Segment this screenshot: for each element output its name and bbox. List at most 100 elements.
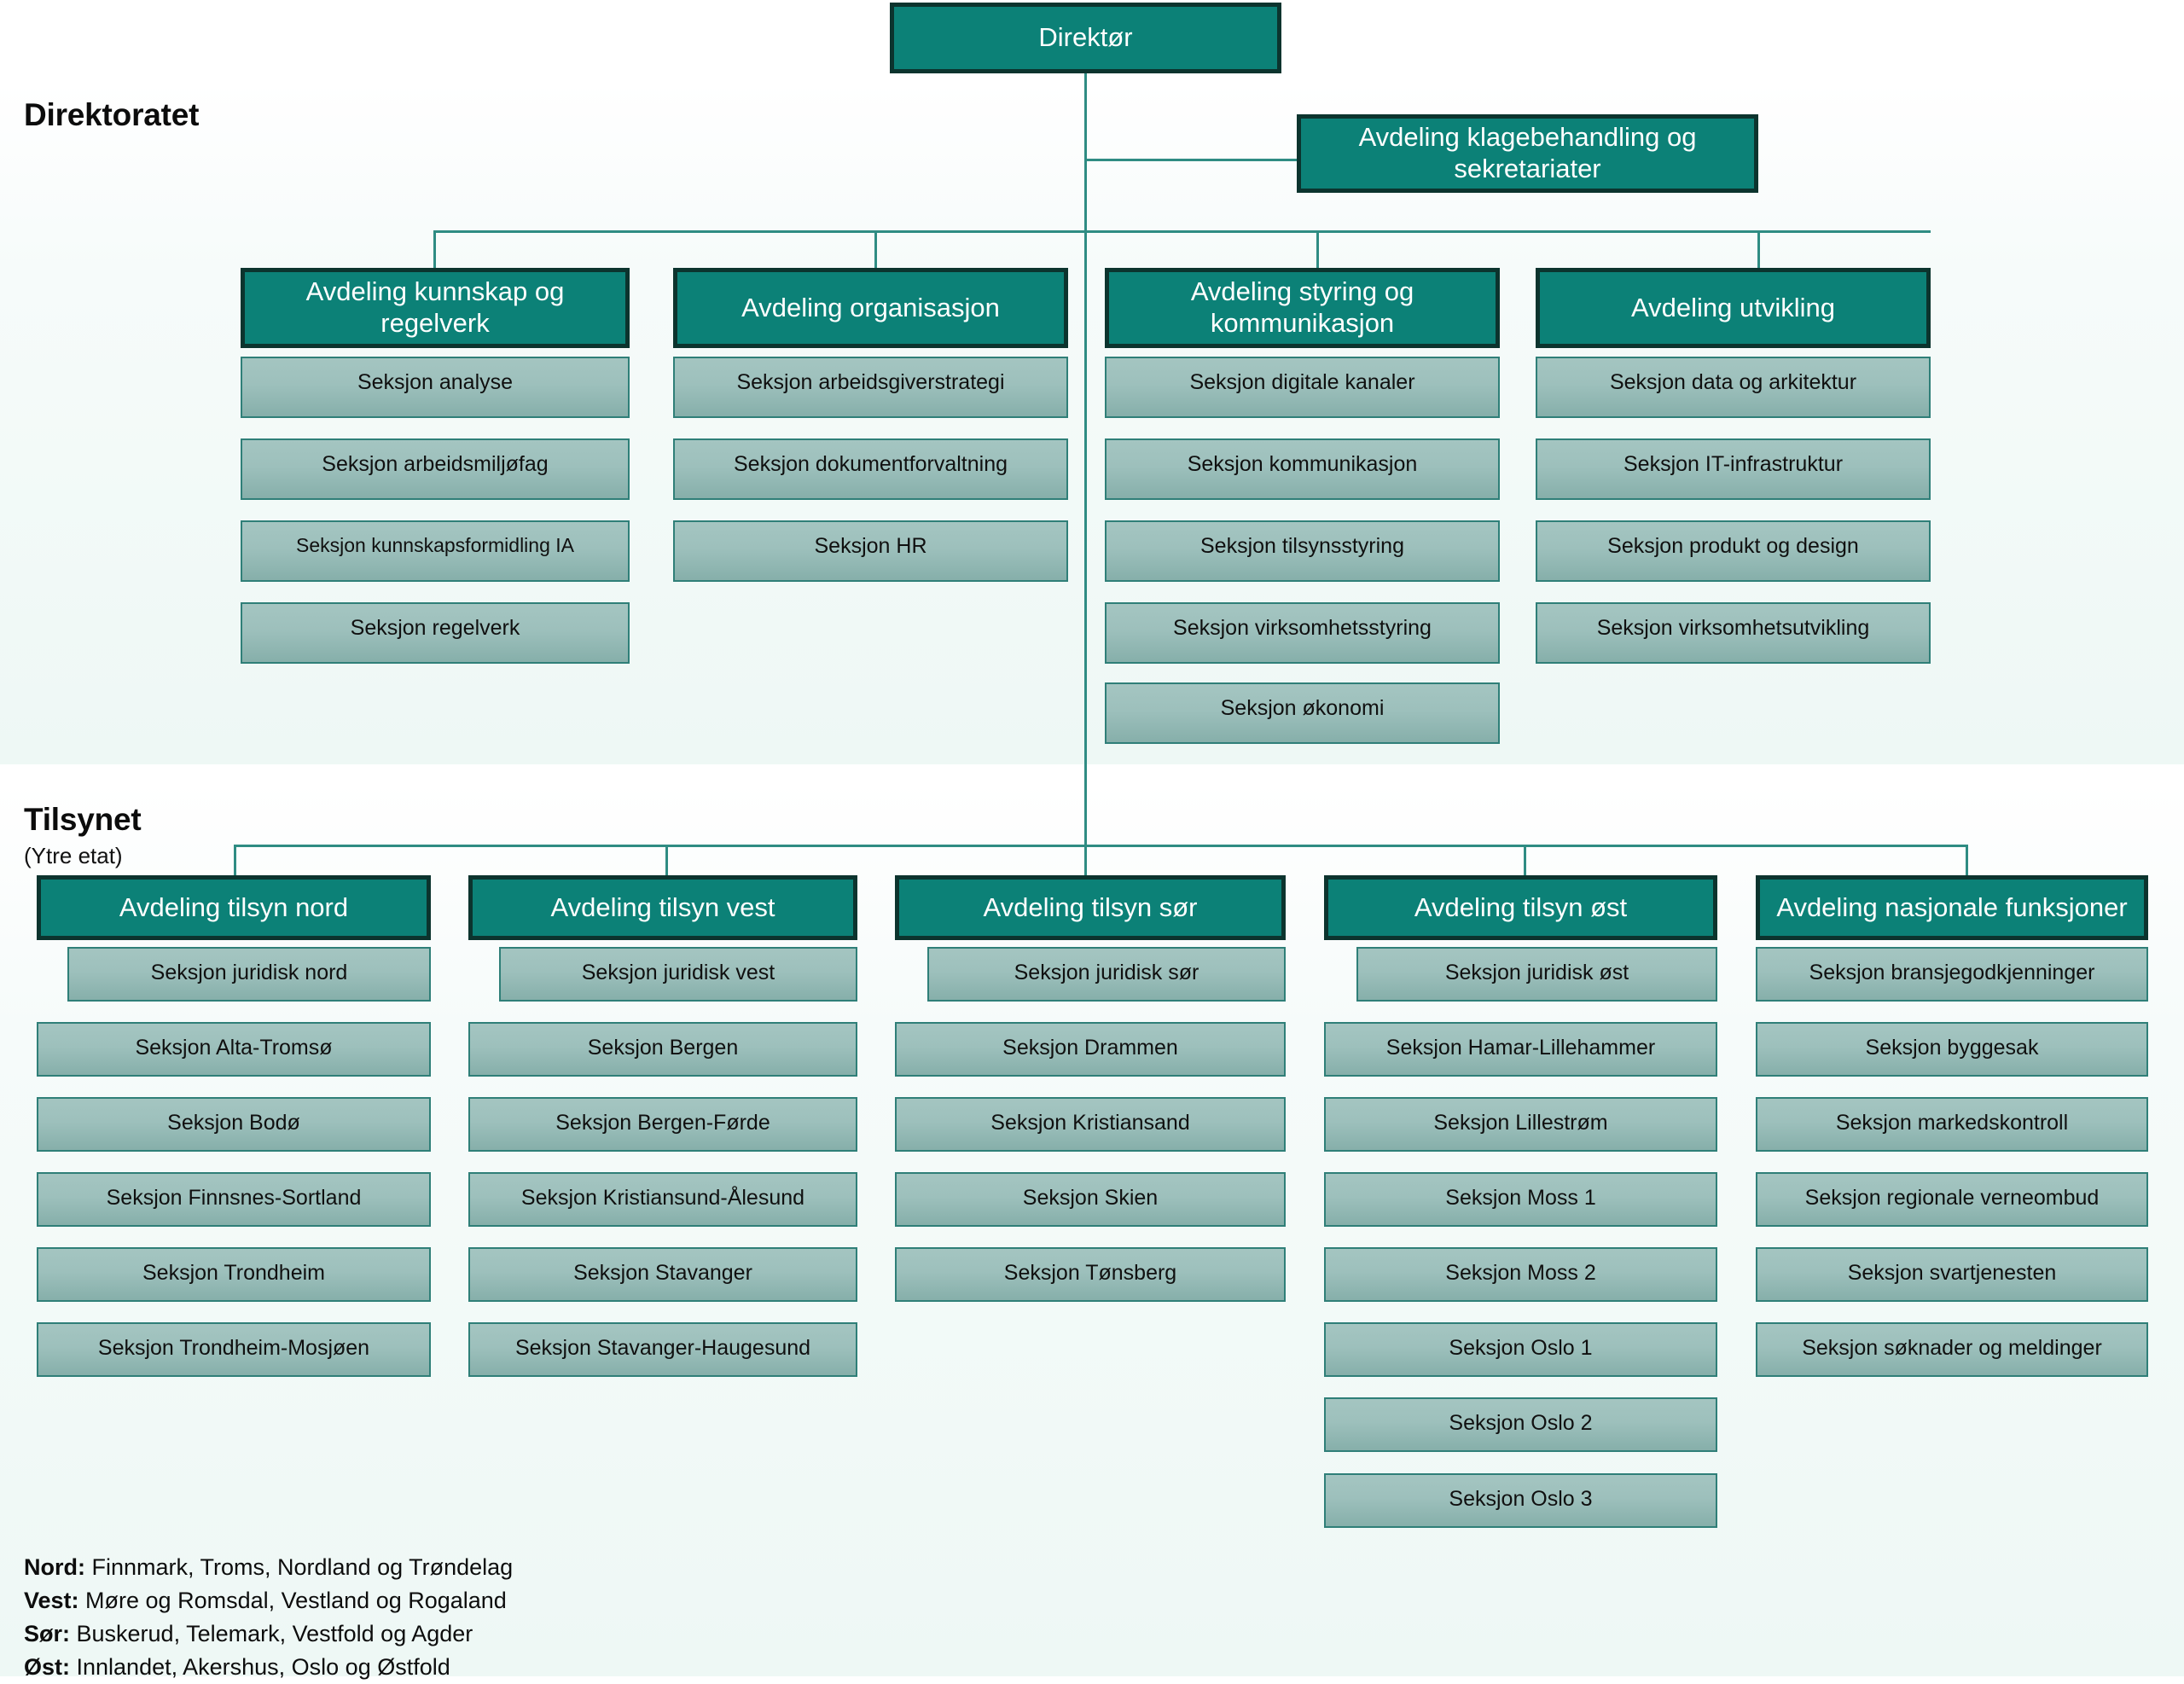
node-seksjon-bransjegodkjenninger[interactable]: Seksjon bransjegodkjenninger xyxy=(1756,947,2148,1002)
connector-drop-tilsyn-vest xyxy=(665,845,668,882)
node-seksjon-juridisk-vest[interactable]: Seksjon juridisk vest xyxy=(499,947,857,1002)
node-seksjon-kristiansund-alesund[interactable]: Seksjon Kristiansund-Ålesund xyxy=(468,1172,857,1227)
section-label: Seksjon Drammen xyxy=(1002,1036,1178,1060)
node-avdeling-styring-og-kommunikasjon-label: Avdeling styring og kommunikasjon xyxy=(1190,276,1414,338)
section-label: Seksjon regionale verneombud xyxy=(1804,1186,2100,1210)
node-seksjon-regelverk[interactable]: Seksjon regelverk xyxy=(241,602,630,664)
node-avdeling-tilsyn-ost[interactable]: Avdeling tilsyn øst xyxy=(1324,875,1717,940)
node-avdeling-organisasjon[interactable]: Avdeling organisasjon xyxy=(673,268,1068,348)
section-label: Seksjon juridisk øst xyxy=(1444,961,1629,984)
legend-value-sor: Buskerud, Telemark, Vestfold og Agder xyxy=(70,1620,473,1646)
node-direktor[interactable]: Direktør xyxy=(890,3,1281,73)
node-seksjon-bergen[interactable]: Seksjon Bergen xyxy=(468,1022,857,1077)
node-seksjon-moss-2[interactable]: Seksjon Moss 2 xyxy=(1324,1247,1717,1302)
node-seksjon-oslo-3[interactable]: Seksjon Oslo 3 xyxy=(1324,1473,1717,1528)
node-seksjon-arbeidsgiverstrategi[interactable]: Seksjon arbeidsgiverstrategi xyxy=(673,357,1068,418)
section-label: Seksjon data og arkitektur xyxy=(1609,370,1857,394)
node-seksjon-juridisk-sor[interactable]: Seksjon juridisk sør xyxy=(927,947,1286,1002)
section-label: Seksjon søknader og meldinger xyxy=(1802,1336,2102,1360)
node-seksjon-trondheim[interactable]: Seksjon Trondheim xyxy=(37,1247,431,1302)
node-avdeling-organisasjon-label: Avdeling organisasjon xyxy=(741,292,1000,322)
connector-drop-tilsyn-ost xyxy=(1524,845,1526,882)
connector-drop-tilsyn-sor xyxy=(1084,845,1087,882)
node-seksjon-byggesak[interactable]: Seksjon byggesak xyxy=(1756,1022,2148,1077)
node-seksjon-kristiansand[interactable]: Seksjon Kristiansand xyxy=(895,1097,1286,1152)
node-seksjon-juridisk-nord[interactable]: Seksjon juridisk nord xyxy=(67,947,431,1002)
node-seksjon-drammen[interactable]: Seksjon Drammen xyxy=(895,1022,1286,1077)
region-legend: Nord: Finnmark, Troms, Nordland og Trønd… xyxy=(24,1551,513,1684)
section-label: Seksjon Trondheim-Mosjøen xyxy=(97,1336,370,1360)
section-label: Seksjon IT-infrastruktur xyxy=(1623,452,1844,476)
node-seksjon-okonomi[interactable]: Seksjon økonomi xyxy=(1105,682,1500,744)
node-seksjon-soknader-og-meldinger[interactable]: Seksjon søknader og meldinger xyxy=(1756,1322,2148,1377)
legend-label-ost: Øst: xyxy=(24,1653,70,1680)
node-seksjon-stavanger[interactable]: Seksjon Stavanger xyxy=(468,1247,857,1302)
node-seksjon-analyse[interactable]: Seksjon analyse xyxy=(241,357,630,418)
node-seksjon-virksomhetsutvikling[interactable]: Seksjon virksomhetsutvikling xyxy=(1536,602,1931,664)
node-avdeling-styring-og-kommunikasjon[interactable]: Avdeling styring og kommunikasjon xyxy=(1105,268,1500,348)
node-seksjon-arbeidsmiljofag[interactable]: Seksjon arbeidsmiljøfag xyxy=(241,438,630,500)
node-seksjon-tonsberg[interactable]: Seksjon Tønsberg xyxy=(895,1247,1286,1302)
node-avdeling-tilsyn-nord[interactable]: Avdeling tilsyn nord xyxy=(37,875,431,940)
node-seksjon-markedskontroll[interactable]: Seksjon markedskontroll xyxy=(1756,1097,2148,1152)
section-label: Seksjon Oslo 3 xyxy=(1449,1487,1593,1511)
section-label: Seksjon HR xyxy=(814,534,927,558)
section-label: Seksjon virksomhetsstyring xyxy=(1173,616,1432,640)
section-label: Seksjon arbeidsmiljøfag xyxy=(322,452,549,476)
node-seksjon-lillestrom[interactable]: Seksjon Lillestrøm xyxy=(1324,1097,1717,1152)
node-seksjon-data-og-arkitektur[interactable]: Seksjon data og arkitektur xyxy=(1536,357,1931,418)
node-seksjon-tilsynsstyring[interactable]: Seksjon tilsynsstyring xyxy=(1105,520,1500,582)
connector-direktoratet-bus xyxy=(433,230,1931,233)
node-avdeling-klagebehandling[interactable]: Avdeling klagebehandling og sekretariate… xyxy=(1297,114,1758,193)
node-avdeling-nasjonale-funksjoner[interactable]: Avdeling nasjonale funksjoner xyxy=(1756,875,2148,940)
node-seksjon-svartjenesten[interactable]: Seksjon svartjenesten xyxy=(1756,1247,2148,1302)
panel-direktoratet-title: Direktoratet xyxy=(24,97,200,132)
node-seksjon-virksomhetsstyring[interactable]: Seksjon virksomhetsstyring xyxy=(1105,602,1500,664)
connector-drop-organisasjon xyxy=(874,230,877,268)
node-avdeling-tilsyn-sor[interactable]: Avdeling tilsyn sør xyxy=(895,875,1286,940)
node-seksjon-moss-1[interactable]: Seksjon Moss 1 xyxy=(1324,1172,1717,1227)
node-seksjon-alta-tromso[interactable]: Seksjon Alta-Tromsø xyxy=(37,1022,431,1077)
node-avdeling-utvikling[interactable]: Avdeling utvikling xyxy=(1536,268,1931,348)
legend-row-sor: Sør: Buskerud, Telemark, Vestfold og Agd… xyxy=(24,1617,513,1651)
node-avdeling-tilsyn-vest[interactable]: Avdeling tilsyn vest xyxy=(468,875,857,940)
node-seksjon-hamar-lillehammer[interactable]: Seksjon Hamar-Lillehammer xyxy=(1324,1022,1717,1077)
node-avdeling-tilsyn-vest-label: Avdeling tilsyn vest xyxy=(550,891,775,922)
node-seksjon-kommunikasjon[interactable]: Seksjon kommunikasjon xyxy=(1105,438,1500,500)
node-seksjon-bodo[interactable]: Seksjon Bodø xyxy=(37,1097,431,1152)
node-seksjon-finnsnes-sortland[interactable]: Seksjon Finnsnes-Sortland xyxy=(37,1172,431,1227)
node-seksjon-juridisk-ost[interactable]: Seksjon juridisk øst xyxy=(1356,947,1717,1002)
section-label: Seksjon Kristiansand xyxy=(990,1111,1190,1135)
section-label: Seksjon Moss 2 xyxy=(1445,1261,1596,1285)
connector-staff-horizontal xyxy=(1084,159,1297,161)
node-avdeling-kunnskap-og-regelverk[interactable]: Avdeling kunnskap og regelverk xyxy=(241,268,630,348)
section-label: Seksjon Stavanger-Haugesund xyxy=(514,1336,811,1360)
section-label: Seksjon Trondheim xyxy=(142,1261,325,1285)
node-seksjon-trondheim-mosjoen[interactable]: Seksjon Trondheim-Mosjøen xyxy=(37,1322,431,1377)
node-seksjon-it-infrastruktur[interactable]: Seksjon IT-infrastruktur xyxy=(1536,438,1931,500)
section-label: Seksjon Moss 1 xyxy=(1445,1186,1596,1210)
node-seksjon-kunnskapsformidling-ia[interactable]: Seksjon kunnskapsformidling IA xyxy=(241,520,630,582)
section-label: Seksjon Bodø xyxy=(167,1111,300,1135)
node-seksjon-oslo-2[interactable]: Seksjon Oslo 2 xyxy=(1324,1397,1717,1452)
section-label: Seksjon Finnsnes-Sortland xyxy=(106,1186,362,1210)
section-label: Seksjon byggesak xyxy=(1865,1036,2039,1060)
node-seksjon-oslo-1[interactable]: Seksjon Oslo 1 xyxy=(1324,1322,1717,1377)
node-seksjon-dokumentforvaltning[interactable]: Seksjon dokumentforvaltning xyxy=(673,438,1068,500)
node-seksjon-hr[interactable]: Seksjon HR xyxy=(673,520,1068,582)
node-seksjon-stavanger-haugesund[interactable]: Seksjon Stavanger-Haugesund xyxy=(468,1322,857,1377)
section-label: Seksjon Hamar-Lillehammer xyxy=(1385,1036,1656,1060)
section-label: Seksjon Tønsberg xyxy=(1003,1261,1177,1285)
node-seksjon-produkt-og-design[interactable]: Seksjon produkt og design xyxy=(1536,520,1931,582)
node-seksjon-regionale-verneombud[interactable]: Seksjon regionale verneombud xyxy=(1756,1172,2148,1227)
node-avdeling-kunnskap-og-regelverk-label: Avdeling kunnskap og regelverk xyxy=(305,276,565,338)
node-avdeling-tilsyn-nord-label: Avdeling tilsyn nord xyxy=(119,891,349,922)
section-label: Seksjon produkt og design xyxy=(1607,534,1859,558)
node-seksjon-digitale-kanaler[interactable]: Seksjon digitale kanaler xyxy=(1105,357,1500,418)
node-seksjon-bergen-forde[interactable]: Seksjon Bergen-Førde xyxy=(468,1097,857,1152)
section-label: Seksjon virksomhetsutvikling xyxy=(1596,616,1870,640)
legend-label-nord: Nord: xyxy=(24,1554,85,1580)
node-direktor-label: Direktør xyxy=(1038,22,1133,53)
section-label: Seksjon Skien xyxy=(1022,1186,1159,1210)
node-seksjon-skien[interactable]: Seksjon Skien xyxy=(895,1172,1286,1227)
